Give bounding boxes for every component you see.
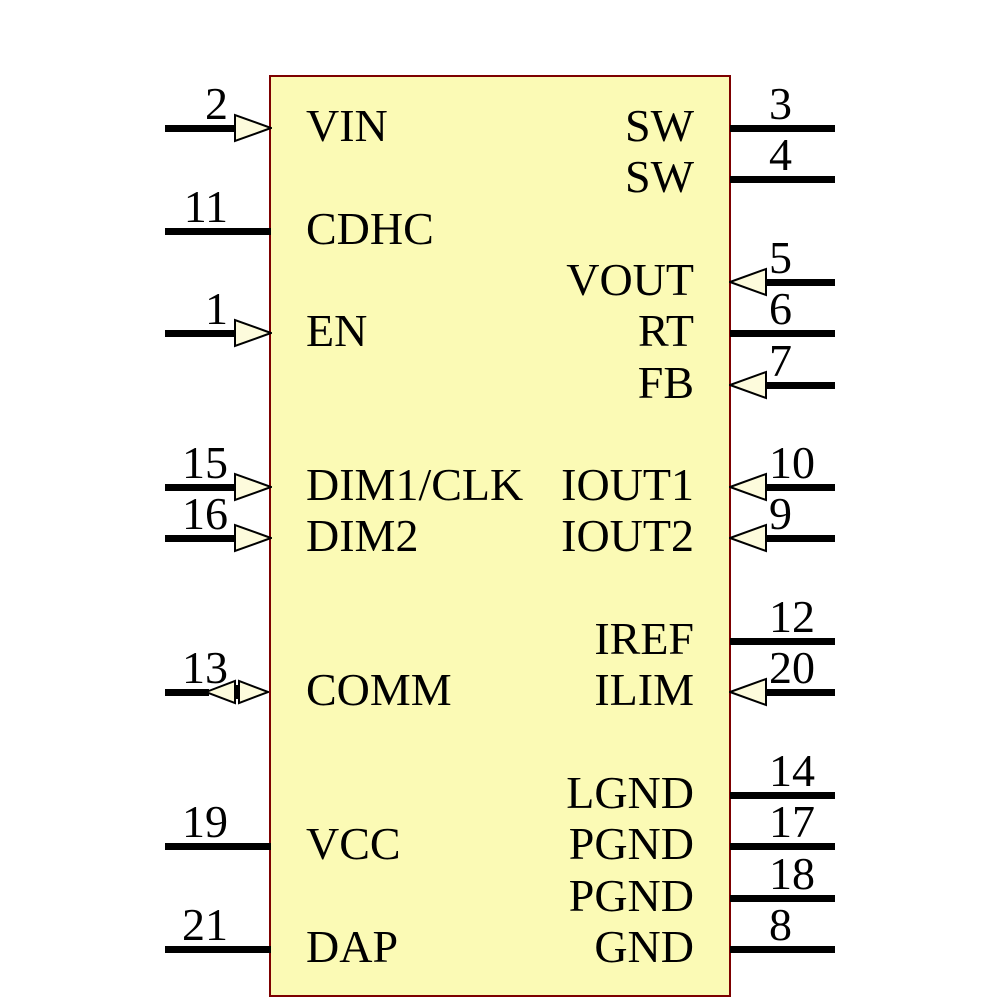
pin-arrow-input-icon: [729, 677, 767, 707]
pin-name-label: COMM: [306, 664, 452, 716]
pin-name-label: SW: [625, 100, 694, 151]
pin-name-label: FB: [637, 356, 694, 408]
pin-name-label: DAP: [306, 920, 399, 972]
pin-number: 13: [182, 642, 228, 694]
pin-arrow-input-icon: [729, 370, 767, 399]
pin-arrow-input-icon: [234, 523, 272, 553]
pin-number: 4: [769, 129, 792, 181]
pin-number: 9: [769, 488, 792, 540]
pin-name-label: ILIM: [594, 664, 694, 716]
pin-number: 21: [182, 898, 228, 950]
pin-arrow-input-icon: [729, 472, 767, 502]
pin-number: 16: [182, 488, 228, 540]
pin-line-ilim-20: [763, 689, 835, 697]
pin-arrow-input-icon: [234, 318, 272, 348]
pin-line-gnd-8: [730, 945, 835, 953]
pin-name-label: PGND: [568, 869, 694, 921]
pin-number: 5: [769, 231, 792, 283]
pin-name-label: IOUT1: [561, 459, 694, 511]
pin-line-iout2-9: [763, 535, 835, 543]
pin-number: 15: [182, 437, 228, 489]
pin-line-lgnd-14: [730, 791, 835, 799]
pin-arrow-input-icon: [234, 472, 272, 502]
pin-number: 7: [769, 334, 792, 386]
pin-name-label: EN: [306, 305, 368, 357]
pin-line-dim2-16: [165, 535, 238, 543]
pin-number: 2: [205, 78, 228, 129]
pin-name-label: VIN: [306, 100, 388, 151]
pin-arrow-input-icon: [729, 523, 767, 553]
pin-name-label: VCC: [306, 818, 401, 870]
pin-name-label: CDHC: [306, 202, 434, 254]
pin-line-sw-4: [730, 176, 835, 184]
pin-number: 1: [205, 283, 228, 335]
pin-line-dim1-clk-15: [165, 484, 238, 492]
pin-line-rt-6: [730, 330, 835, 338]
pin-line-vcc-19: [165, 843, 271, 851]
pin-name-label: LGND: [566, 766, 694, 818]
pin-name-label: RT: [637, 305, 694, 357]
pin-number: 10: [769, 437, 815, 489]
pin-line-vout-5: [763, 278, 835, 286]
pin-line-dap-21: [165, 945, 271, 953]
pin-name-label: DIM1/CLK: [306, 459, 524, 511]
pin-number: 6: [769, 283, 792, 335]
pin-name-label: IOUT2: [561, 510, 694, 562]
pin-name-label: IREF: [594, 613, 694, 664]
pin-arrow-input-icon: [234, 113, 272, 143]
pin-line-sw-3: [730, 125, 835, 132]
pin-name-label: VOUT: [566, 253, 694, 305]
pin-line-cdhc-11: [165, 227, 271, 235]
pin-arrow-input-icon: [729, 267, 767, 297]
pin-number: 18: [769, 847, 815, 899]
pin-number: 17: [769, 796, 815, 848]
pin-number: 8: [769, 898, 792, 950]
pin-line-fb-7: [763, 381, 835, 389]
pin-number: 12: [769, 591, 815, 642]
pin-number: 14: [769, 744, 815, 796]
pin-number: 19: [182, 796, 228, 848]
pin-line-iref-12: [730, 638, 835, 645]
pin-name-label: GND: [594, 920, 694, 972]
pin-name-label: DIM2: [306, 510, 419, 562]
pin-name-label: SW: [625, 151, 694, 203]
pin-number: 11: [183, 180, 228, 232]
pin-arrow-bidirectional-icon: [205, 679, 269, 705]
pin-name-label: PGND: [568, 818, 694, 870]
ic-symbol-body: [269, 75, 731, 997]
pin-number: 3: [769, 78, 792, 129]
pin-line-en-1: [165, 330, 238, 338]
pin-line-pgnd-18: [730, 894, 835, 902]
pin-line-comm-13: [165, 689, 209, 697]
pin-line-iout1-10: [763, 484, 835, 492]
pin-line-pgnd-17: [730, 843, 835, 851]
pin-line-vin-2: [165, 125, 238, 132]
pin-number: 20: [769, 642, 815, 694]
